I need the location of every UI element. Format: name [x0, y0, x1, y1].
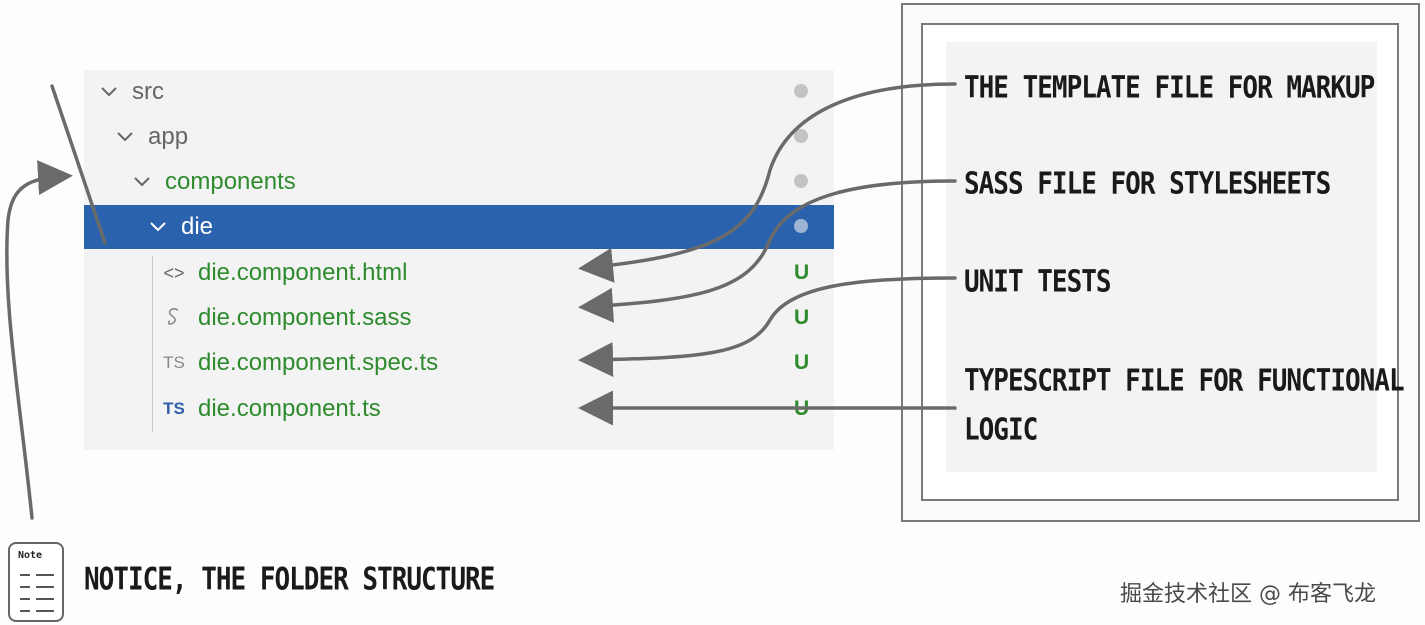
tree-item-sass-file[interactable]: die.component.sass U — [84, 296, 834, 340]
note-line — [36, 574, 54, 576]
notice-text: Notice, the folder structure — [84, 562, 495, 598]
annotation-template: The template file for markup — [964, 71, 1375, 106]
status-dot — [794, 174, 808, 188]
annotation-sass: Sass file for stylesheets — [964, 167, 1331, 202]
untracked-status: U — [794, 261, 810, 284]
tree-item-label: die.component.html — [198, 259, 408, 286]
file-explorer-tree: src app components die <> die.component.… — [84, 70, 834, 450]
note-line — [36, 610, 54, 612]
note-icon: Note — [8, 542, 64, 622]
watermark: 掘金技术社区 @ 布客飞龙 — [1120, 582, 1376, 607]
annotation-unit-tests: Unit tests — [964, 265, 1112, 300]
tree-item-label: die — [181, 213, 214, 240]
chevron-down-icon[interactable] — [147, 216, 169, 238]
chevron-down-icon[interactable] — [98, 81, 120, 103]
tree-item-label: die.component.sass — [198, 304, 412, 331]
pointer-line — [50, 84, 107, 245]
chevron-down-icon[interactable] — [114, 126, 136, 148]
note-line — [20, 598, 30, 600]
status-dot — [794, 219, 808, 233]
note-icon-label: Note — [18, 550, 43, 561]
tree-item-label: app — [148, 123, 189, 150]
note-line — [20, 610, 30, 612]
chevron-down-icon[interactable] — [131, 171, 153, 193]
tree-item-label: die.component.ts — [198, 395, 381, 422]
html-brackets-icon: <> — [163, 263, 185, 283]
tree-item-label: src — [132, 78, 164, 105]
annotation-typescript-cont: logic — [964, 413, 1038, 448]
status-dot — [794, 129, 808, 143]
tree-item-html-file[interactable]: <> die.component.html U — [84, 251, 834, 295]
untracked-status: U — [794, 306, 810, 329]
ts-icon: TS — [163, 399, 185, 418]
note-line — [36, 586, 54, 588]
arrow-unit-tests — [578, 276, 957, 378]
ts-icon: TS — [163, 353, 185, 372]
untracked-status: U — [794, 351, 810, 374]
annotation-typescript: TypeScript file for functional — [964, 364, 1405, 399]
sass-icon — [160, 306, 188, 335]
arrow-template — [578, 82, 957, 283]
tree-item-spec-file[interactable]: TS die.component.spec.ts U — [84, 341, 834, 385]
arrow-notice — [5, 160, 73, 520]
note-line — [36, 598, 54, 600]
tree-item-label: die.component.spec.ts — [198, 349, 439, 376]
tree-item-label: components — [165, 168, 296, 195]
indent-guide — [152, 256, 153, 432]
status-dot — [794, 84, 808, 98]
callout-panel — [946, 42, 1377, 472]
tree-item-components[interactable]: components — [84, 160, 834, 204]
tree-item-src[interactable]: src — [84, 70, 834, 114]
note-line — [20, 586, 30, 588]
tree-item-app[interactable]: app — [84, 115, 834, 159]
arrow-sass — [578, 179, 957, 323]
note-line — [20, 574, 30, 576]
